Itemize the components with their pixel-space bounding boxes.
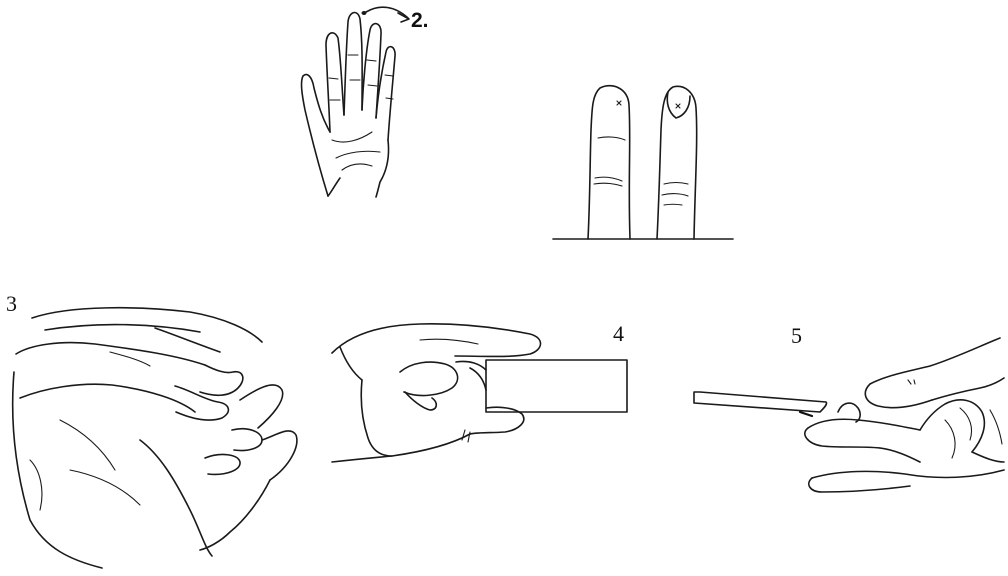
- hand-with-strip-figure: [332, 324, 627, 462]
- two-fingers-figure: [553, 86, 733, 239]
- hand-with-strip-under-finger-figure: [694, 338, 1004, 492]
- raised-hand-figure: [302, 7, 409, 197]
- two-hands-cupped-figure: [13, 308, 297, 568]
